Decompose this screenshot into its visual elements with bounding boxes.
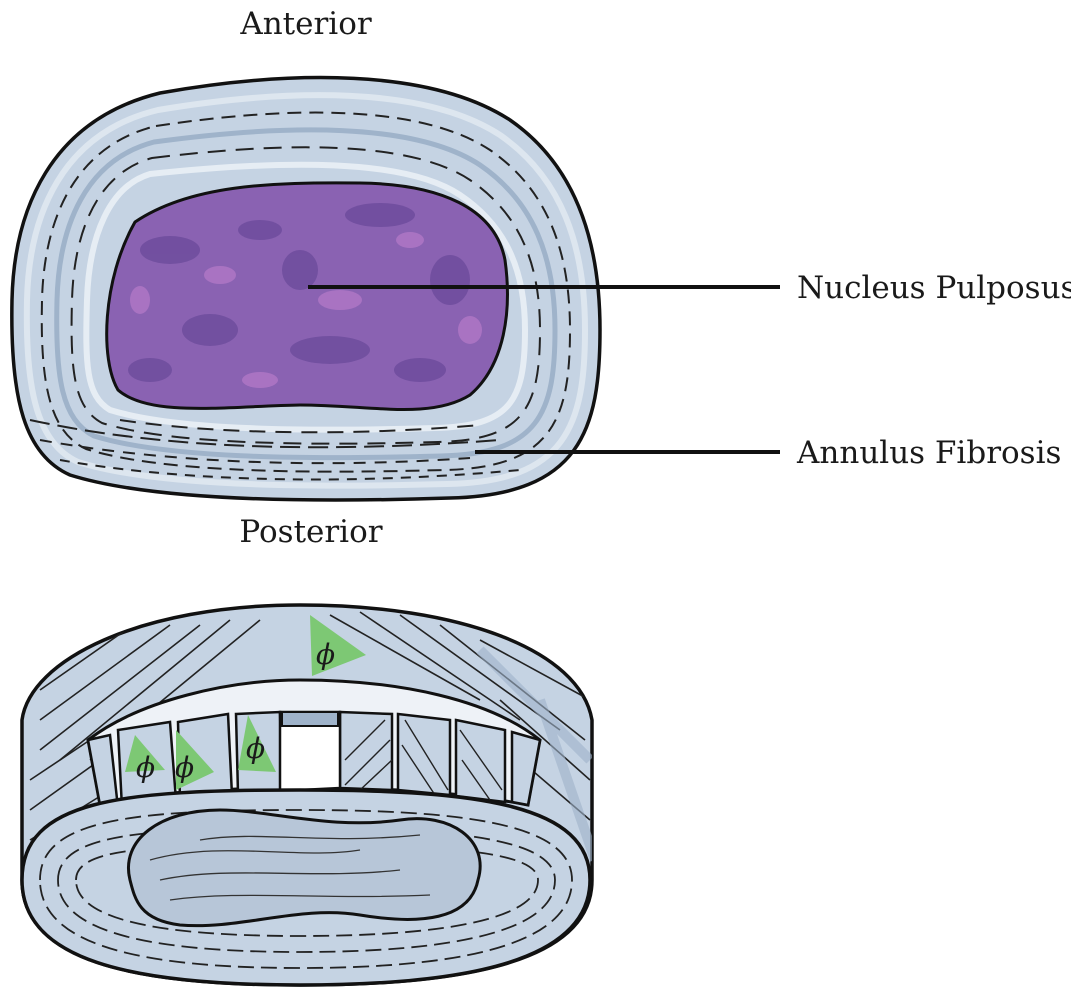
- angle-symbol-2: ϕ: [175, 751, 194, 784]
- nucleus-pulposus-label: Nucleus Pulposus: [797, 270, 1071, 306]
- annulus-fibrosis-label: Annulus Fibrosis: [796, 435, 1061, 471]
- angle-symbol-top: ϕ: [316, 638, 335, 671]
- top-disc-view: Anterior Posterior Nucleus Pulposus Annu…: [12, 6, 1071, 550]
- nucleus-cavity: [128, 810, 480, 926]
- cutaway-disc-view: ϕ ϕ ϕ ϕ: [22, 605, 595, 985]
- angle-symbol-3: ϕ: [246, 732, 265, 765]
- posterior-label: Posterior: [239, 514, 382, 550]
- anterior-label: Anterior: [239, 6, 372, 42]
- angle-symbol-1: ϕ: [136, 751, 155, 784]
- nucleus-pulposus-shape: [107, 183, 508, 410]
